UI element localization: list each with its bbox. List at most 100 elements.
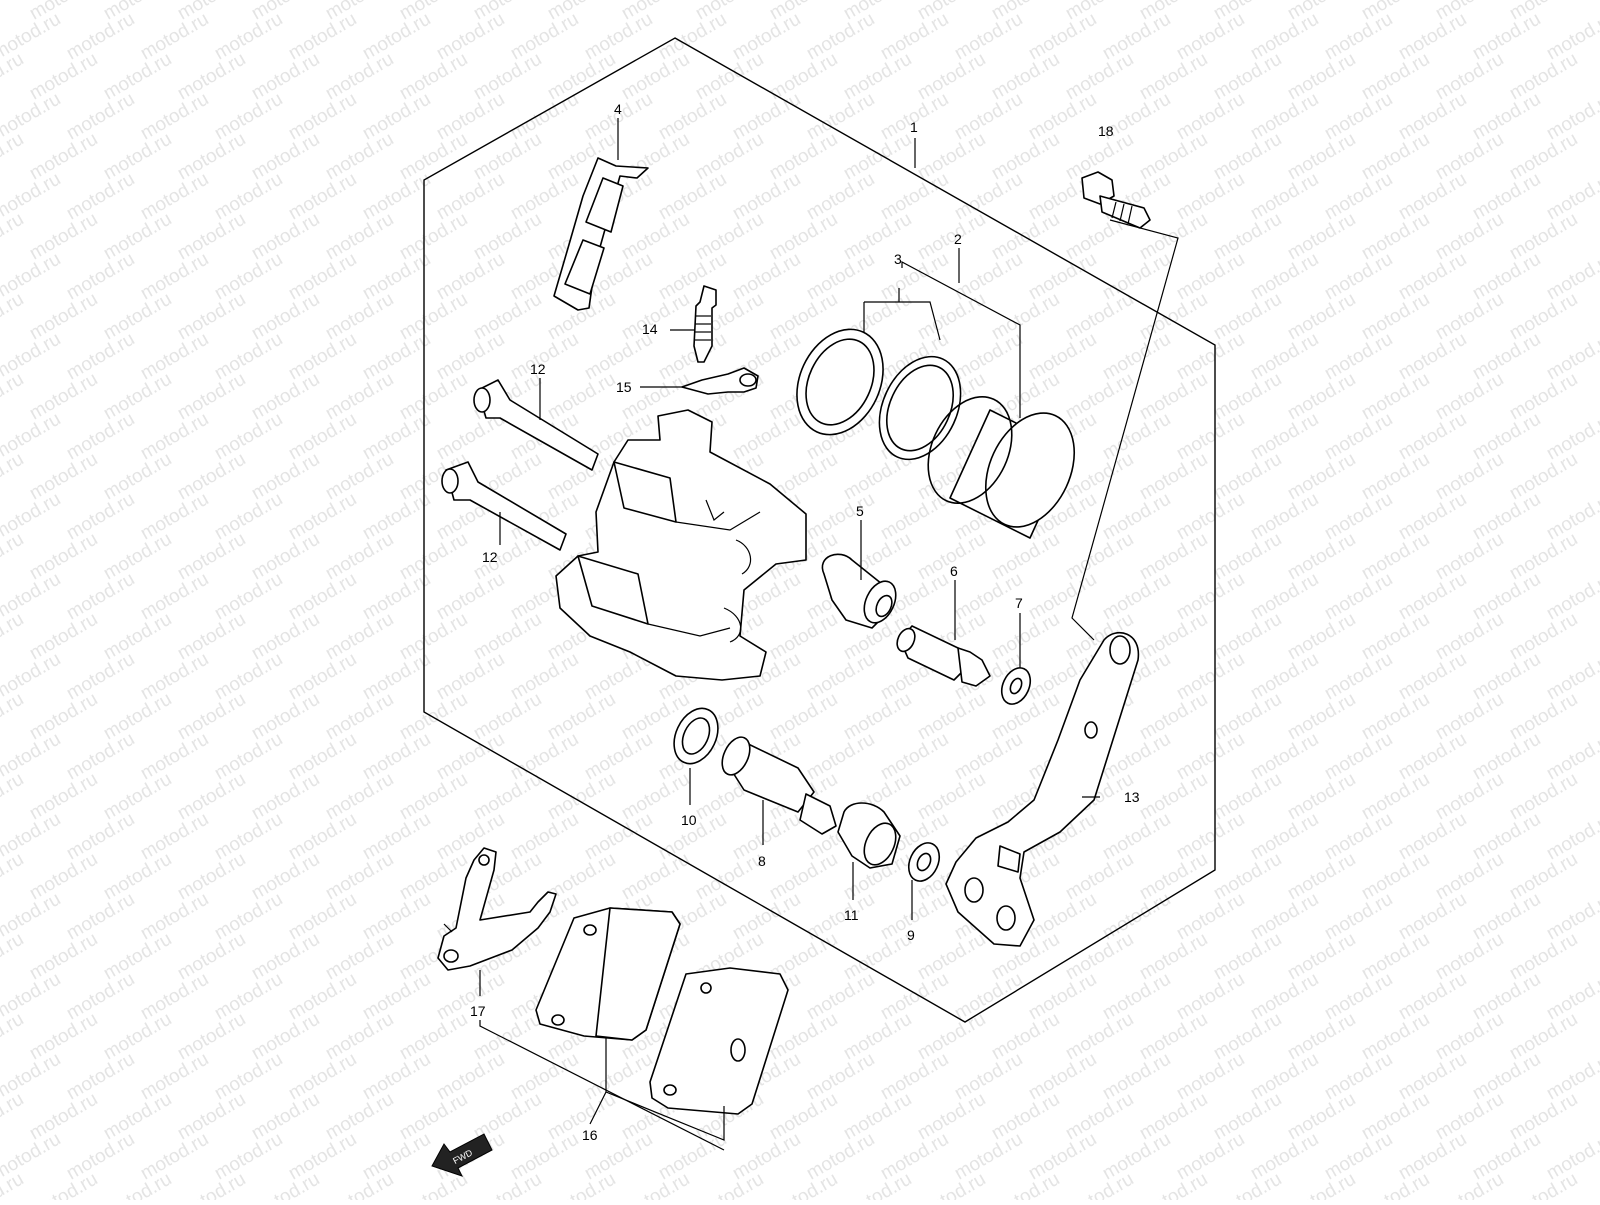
watermark-text: motod.ru (877, 9, 952, 65)
watermark-text: motod.ru (1395, 1049, 1470, 1105)
watermark-text: motod.ru (1469, 169, 1544, 225)
watermark-text: motod.ru (433, 169, 508, 225)
watermark-text: motod.ru (285, 889, 360, 945)
part-3-piston-seal-inner[interactable] (864, 343, 977, 472)
part-3-piston-seal-outer[interactable] (781, 315, 900, 449)
watermark-text: motod.ru (1173, 809, 1248, 865)
watermark-text: motod.ru (1321, 569, 1396, 625)
watermark-text: motod.ru (1136, 529, 1211, 585)
part-17-pad-shim[interactable] (437, 847, 557, 971)
watermark-text: motod.ru (1469, 889, 1544, 945)
part-13-caliper-bracket[interactable] (945, 631, 1140, 947)
callout-15[interactable]: 15 (616, 379, 632, 395)
part-14-bleeder-valve[interactable] (693, 285, 717, 363)
watermark-text: motod.ru (285, 809, 360, 865)
part-6-pin-bolt[interactable] (894, 625, 991, 687)
watermark-text: motod.ru (137, 649, 212, 705)
callout-17[interactable]: 17 (470, 1003, 486, 1019)
callout-7[interactable]: 7 (1015, 595, 1023, 611)
watermark-text: motod.ru (1321, 489, 1396, 545)
callout-5[interactable]: 5 (856, 503, 864, 519)
watermark-text: motod.ru (1395, 409, 1470, 465)
watermark-text: motod.ru (433, 89, 508, 145)
callout-6[interactable]: 6 (950, 563, 958, 579)
watermark-text: motod.ru (1506, 129, 1581, 185)
watermark-text: motod.ru (174, 369, 249, 425)
watermark-text: motod.ru (1506, 1169, 1581, 1200)
watermark-text: motod.ru (433, 729, 508, 785)
watermark-text: motod.ru (729, 809, 804, 865)
watermark-text: motod.ru (1284, 609, 1359, 665)
callout-2[interactable]: 2 (954, 231, 962, 247)
watermark-text: motod.ru (1210, 289, 1285, 345)
watermark-text: motod.ru (1321, 9, 1396, 65)
watermark-text: motod.ru (1395, 969, 1470, 1025)
part-12-slide-pin-lower[interactable] (441, 461, 567, 551)
watermark-text: motod.ru (137, 809, 212, 865)
part-16-brake-pad-outer[interactable] (649, 967, 789, 1115)
watermark-text: motod.ru (359, 809, 434, 865)
watermark-text: motod.ru (766, 1169, 841, 1200)
part-4-pad-spring[interactable] (553, 157, 649, 311)
watermark-text: motod.ru (1506, 929, 1581, 985)
watermark-text: motod.ru (914, 769, 989, 825)
callout-12-lower[interactable]: 12 (482, 549, 498, 565)
watermark-text: motod.ru (322, 369, 397, 425)
watermark-text: motod.ru (1136, 129, 1211, 185)
callout-16[interactable]: 16 (582, 1127, 598, 1143)
watermark-text: motod.ru (26, 49, 101, 105)
callout-14[interactable]: 14 (642, 321, 658, 337)
part-12-slide-pin-upper[interactable] (473, 379, 599, 471)
watermark-text: motod.ru (137, 169, 212, 225)
watermark-text: motod.ru (1136, 369, 1211, 425)
watermark-text: motod.ru (1025, 1129, 1100, 1185)
watermark-text: motod.ru (63, 1049, 138, 1105)
watermark-text: motod.ru (0, 849, 27, 905)
watermark-text: motod.ru (951, 329, 1026, 385)
part-11-boot[interactable] (837, 802, 902, 870)
watermark-text: motod.ru (211, 649, 286, 705)
watermark-text: motod.ru (1025, 569, 1100, 625)
part-2-caliper-piston[interactable] (912, 383, 1092, 541)
watermark-text: motod.ru (544, 689, 619, 745)
callout-4[interactable]: 4 (614, 101, 622, 117)
watermark-text: motod.ru (396, 129, 471, 185)
part-5-sleeve[interactable] (821, 553, 902, 629)
part-7-washer[interactable] (996, 663, 1036, 708)
watermark-text: motod.ru (248, 49, 323, 105)
watermark-text: motod.ru (1506, 529, 1581, 585)
watermark-text: motod.ru (285, 569, 360, 625)
callout-13[interactable]: 13 (1124, 789, 1140, 805)
caliper-body[interactable] (555, 409, 807, 681)
part-8-caliper-pin[interactable] (717, 733, 837, 835)
callout-18[interactable]: 18 (1098, 123, 1114, 139)
watermark-text: motod.ru (692, 129, 767, 185)
watermark-text: motod.ru (211, 729, 286, 785)
callout-9[interactable]: 9 (907, 927, 915, 943)
callout-10[interactable]: 10 (681, 812, 697, 828)
part-18-mounting-bolt[interactable] (1081, 171, 1151, 229)
part-10-boot[interactable] (666, 701, 727, 770)
watermark-text: motod.ru (211, 1129, 286, 1185)
callout-1[interactable]: 1 (910, 119, 918, 135)
watermark-text: motod.ru (1395, 329, 1470, 385)
part-9-washer[interactable] (903, 838, 945, 886)
watermark-text: motod.ru (507, 169, 582, 225)
watermark-text: motod.ru (1025, 329, 1100, 385)
watermark-text: motod.ru (100, 929, 175, 985)
watermark-text: motod.ru (174, 129, 249, 185)
part-16-brake-pad-inner[interactable] (535, 907, 681, 1041)
callout-12-upper[interactable]: 12 (530, 361, 546, 377)
callout-8[interactable]: 8 (758, 853, 766, 869)
watermark-text: motod.ru (1136, 1009, 1211, 1065)
watermark-text: motod.ru (1062, 49, 1137, 105)
watermark-text: motod.ru (1173, 409, 1248, 465)
watermark-text: motod.ru (1321, 729, 1396, 785)
watermark-text: motod.ru (359, 89, 434, 145)
callout-3[interactable]: 3 (894, 251, 902, 267)
watermark-text: motod.ru (1247, 569, 1322, 625)
callout-11[interactable]: 11 (844, 907, 859, 923)
watermark-text: motod.ru (359, 409, 434, 465)
watermark-text: motod.ru (1469, 1129, 1544, 1185)
part-15-bleeder-cap[interactable] (681, 367, 759, 395)
